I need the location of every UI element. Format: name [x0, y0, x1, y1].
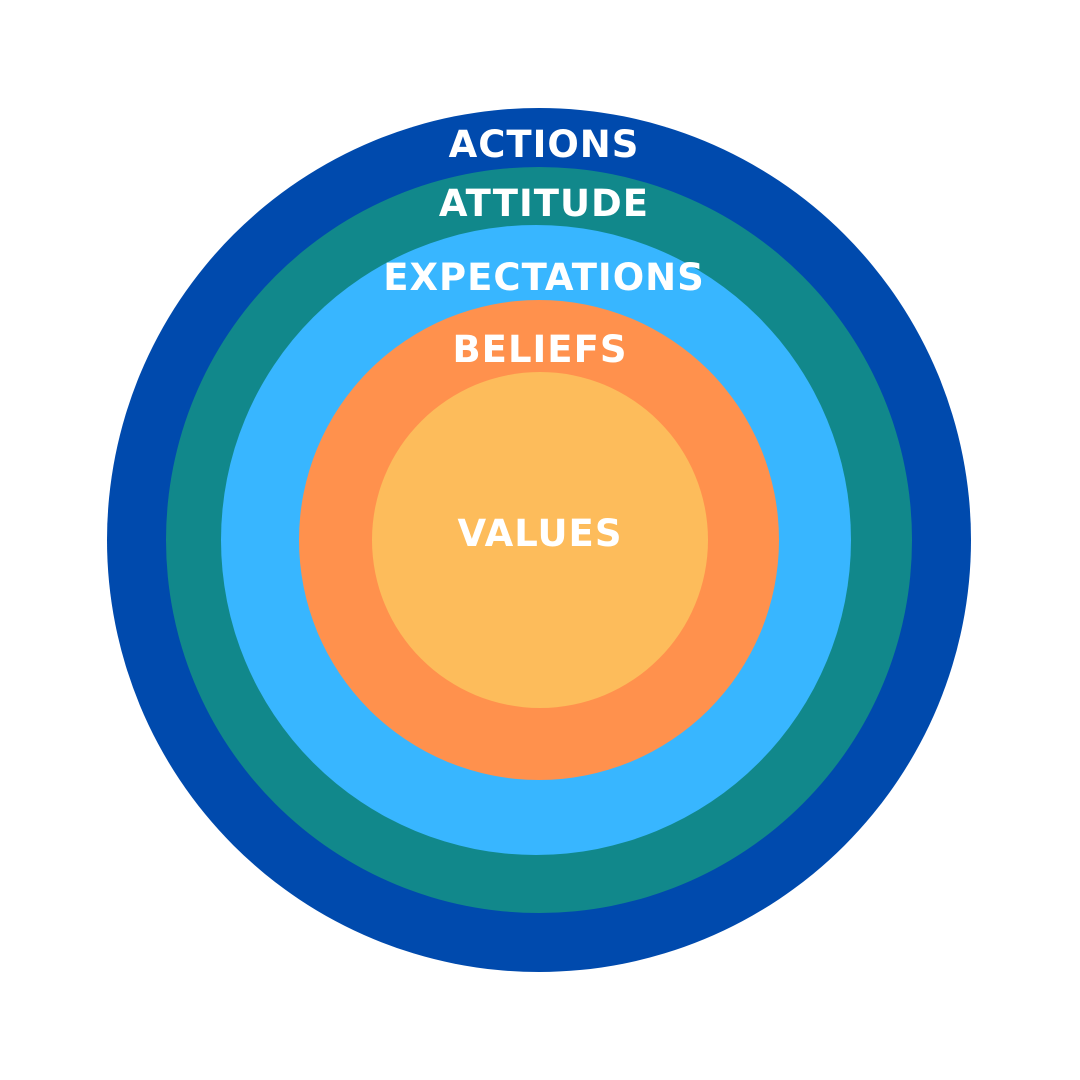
- label-expectations: EXPECTATIONS: [383, 256, 705, 299]
- label-actions: ACTIONS: [449, 123, 640, 166]
- label-values: VALUES: [458, 512, 623, 555]
- label-beliefs: BELIEFS: [452, 328, 627, 371]
- label-attitude: ATTITUDE: [439, 182, 649, 225]
- ring-values: [372, 372, 708, 708]
